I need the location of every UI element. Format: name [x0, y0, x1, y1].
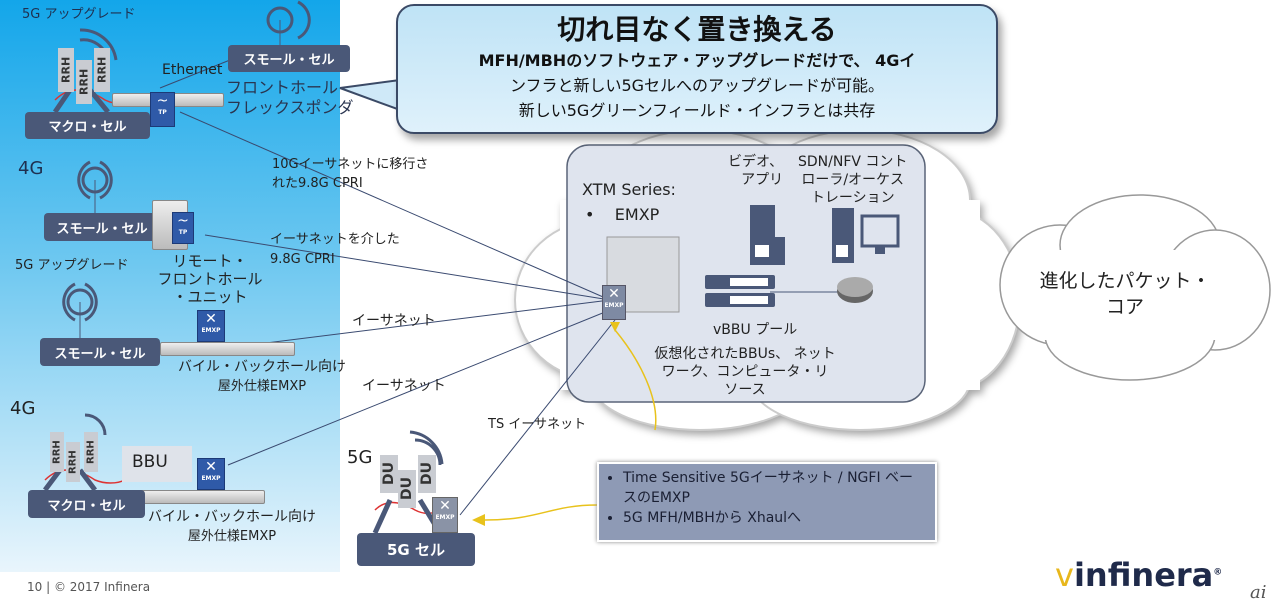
emxp-outdoor-label: バイル・バックホール向け屋外仕様EMXP: [178, 359, 346, 394]
4g-label: 4G: [18, 158, 44, 179]
5g-cell-tag: 5G セル: [357, 533, 475, 566]
link-label: イーサネット: [362, 378, 446, 394]
upgrade-label: 5G アップグレード: [22, 7, 136, 22]
infinera-logo: ⅴinfinera®: [1055, 556, 1223, 594]
callout-title: 切れ目なく置き換える: [557, 13, 837, 46]
macro-cell-tag: マクロ・セル: [28, 490, 145, 518]
5g-label: 5G: [347, 447, 373, 468]
emxp-bullet: • EMXP: [585, 205, 660, 224]
upgrade-label: 5G アップグレード: [15, 258, 129, 273]
rrh-box: RRH: [84, 432, 98, 472]
emxp-outdoor-label: バイル・バックホール向け屋外仕様EMXP: [148, 509, 316, 544]
macro-cell-tag: マクロ・セル: [25, 112, 150, 139]
ts-ethernet-label: TS イーサネット: [488, 417, 587, 432]
feature-bullets: Time Sensitive 5Gイーサネット / NGFI ベースのEMXP …: [597, 462, 937, 542]
small-cell-tag: スモール・セル: [228, 45, 350, 72]
du-box: DU: [380, 455, 398, 493]
footer: 10 | © 2017 Infinera: [27, 580, 151, 594]
bullet-item: Time Sensitive 5Gイーサネット / NGFI ベースのEMXP: [623, 468, 925, 508]
small-cell-tag: スモール・セル: [44, 213, 160, 241]
video-app-label: ビデオ、アプリ: [728, 154, 784, 188]
antenna-icon: [266, 0, 311, 45]
rrh-box: RRH: [66, 442, 80, 482]
callout-line: 新しい5Gグリーンフィールド・インフラとは共存: [518, 101, 876, 120]
link-label: イーサネット: [352, 313, 436, 329]
emxp-device: ✕EMXP: [197, 458, 225, 490]
tp-device: ~TP: [150, 92, 175, 127]
callout-box: 切れ目なく置き換える MFH/MBHのソフトウェア・アップグレードだけで、 4G…: [396, 4, 998, 134]
watermark: ai: [1250, 582, 1267, 603]
rrh-box: RRH: [58, 48, 74, 92]
rrh-box: RRH: [94, 48, 110, 92]
xtm-series-label: XTM Series:: [582, 180, 676, 199]
tp-device: ~TP: [172, 212, 194, 244]
ethernet-label: Ethernet: [162, 62, 223, 78]
emxp-device: ✕EMXP: [432, 497, 458, 533]
rrh-box: RRH: [50, 432, 64, 472]
antenna-icon: [77, 160, 113, 213]
link-label: 10Gイーサネットに移行された9.8G CPRI: [272, 157, 429, 191]
small-cell-tag: スモール・セル: [40, 338, 160, 366]
emxp-chassis: [160, 342, 295, 356]
fronthaul-label: フロントホールフレックスポンダ: [226, 78, 354, 117]
packet-core-label: 進化したパケット・コア: [1039, 270, 1211, 318]
du-box: DU: [398, 470, 416, 508]
emxp-chassis: [130, 490, 265, 504]
du-box: DU: [418, 455, 436, 493]
rrh-box: RRH: [76, 60, 92, 104]
bbu-box: BBU: [122, 446, 192, 482]
callout-line: MFH/MBHのソフトウェア・アップグレードだけで、 4Gイ: [478, 51, 916, 70]
antenna-icon: [62, 282, 98, 338]
bullet-item: 5G MFH/MBHから Xhaulへ: [623, 508, 925, 528]
remote-fronthaul-label: リモート・フロントホール・ユニット: [157, 252, 263, 306]
virtualized-label: 仮想化されたBBUs、 ネットワーク、コンピュータ・リソース: [654, 346, 836, 398]
sdn-nfv-label: SDN/NFV コントローラ/オーケストレーション: [798, 154, 908, 206]
callout-line: ンフラと新しい5Gセルへのアップグレードが可能。: [509, 76, 885, 95]
emxp-device: ✕EMXP: [602, 285, 626, 320]
4g-label: 4G: [10, 398, 36, 419]
core-cloud: [999, 194, 1271, 381]
emxp-device: ✕EMXP: [197, 310, 225, 342]
vbbu-pool-label: vBBU プール: [713, 322, 798, 338]
